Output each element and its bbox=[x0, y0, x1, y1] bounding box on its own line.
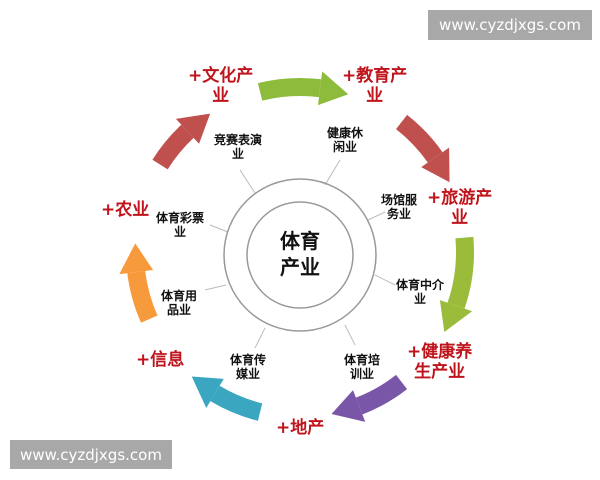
cycle-arrow-body bbox=[447, 236, 474, 309]
label-information: +信息 bbox=[136, 350, 185, 370]
cycle-arrow-body bbox=[355, 374, 408, 415]
label-real-estate: +地产 bbox=[276, 418, 325, 438]
label-health: +健康养 生产业 bbox=[407, 342, 473, 383]
label-tourism: +旅游产 业 bbox=[427, 188, 493, 229]
cycle-arrow-head bbox=[191, 376, 224, 409]
label-lottery: 体育彩票 业 bbox=[156, 211, 205, 240]
cycle-arrow-head bbox=[119, 243, 154, 275]
cycle-arrow-body bbox=[210, 385, 263, 421]
cycle-arrow-head bbox=[421, 147, 450, 183]
outer-ring bbox=[223, 178, 377, 332]
label-education: +教育产 业 bbox=[342, 66, 408, 107]
label-leisure: 健康休 闲业 bbox=[327, 126, 364, 155]
cycle-arrow-head bbox=[331, 390, 366, 422]
cycle-arrow-body bbox=[152, 124, 194, 170]
label-agency: 体育中介 业 bbox=[396, 278, 445, 307]
center-label: 体育 产业 bbox=[280, 229, 320, 279]
label-agriculture: +农业 bbox=[101, 200, 150, 220]
label-venue: 场馆服 务业 bbox=[381, 193, 418, 222]
label-training: 体育培 训业 bbox=[344, 353, 381, 382]
inner-ring bbox=[246, 201, 354, 309]
watermark-top: www.cyzdjxgs.com bbox=[428, 10, 592, 40]
cycle-arrow-head bbox=[318, 71, 349, 106]
cycle-arrow-body bbox=[127, 270, 158, 323]
label-competition: 竞赛表演 业 bbox=[214, 133, 263, 162]
cycle-arrow-head bbox=[439, 300, 473, 332]
label-media: 体育传 媒业 bbox=[230, 353, 267, 382]
watermark-bottom: www.cyzdjxgs.com bbox=[10, 440, 172, 469]
cycle-arrow-body bbox=[257, 78, 322, 101]
cycle-arrow-body bbox=[395, 114, 443, 163]
connector-lines bbox=[204, 159, 396, 349]
label-culture: +文化产 业 bbox=[188, 66, 254, 107]
cycle-arrow-head bbox=[175, 113, 211, 144]
label-goods: 体育用 品业 bbox=[161, 289, 198, 318]
